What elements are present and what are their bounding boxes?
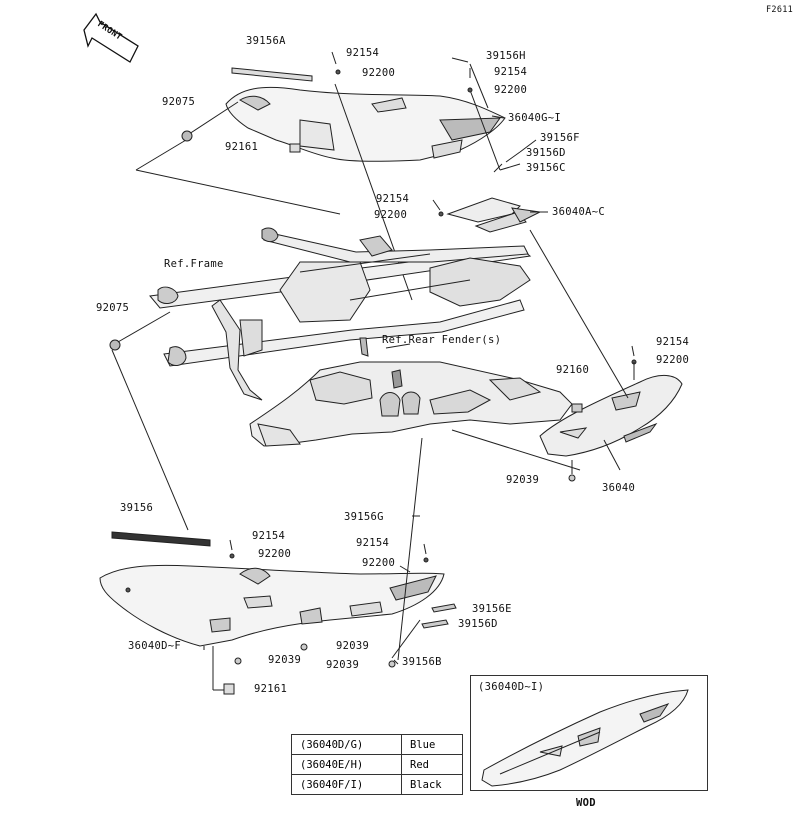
nut-92075-upper <box>181 130 193 142</box>
nut-92075-lower <box>109 339 121 351</box>
label-92200-f: 92200 <box>362 557 396 569</box>
color-table: (36040D/G) Blue (36040E/H) Red (36040F/I… <box>291 734 463 795</box>
label-39156H: 39156H <box>486 50 526 62</box>
front-arrow-icon <box>83 12 139 63</box>
label-39156F: 39156F <box>540 132 580 144</box>
label-92200-d: 92200 <box>656 354 690 366</box>
figure-code: F2611 <box>766 5 794 15</box>
rear-frame <box>149 227 532 401</box>
table-row: (36040F/I) Black <box>291 774 463 795</box>
stripe-39156A <box>231 67 313 82</box>
table-cell-code: (36040F/I) <box>291 774 402 795</box>
label-39156B: 39156B <box>402 656 442 668</box>
table-cell-code: (36040D/G) <box>291 734 402 755</box>
tail-covers-36040A-C <box>432 197 548 233</box>
rear-fender <box>249 337 581 471</box>
inset-caption: WOD <box>576 797 596 809</box>
inset-cowl-drawing <box>481 689 689 787</box>
label-39156D-a: 39156D <box>526 147 566 159</box>
label-36040A-C: 36040A~C <box>552 206 605 218</box>
label-92200-a: 92200 <box>362 67 396 79</box>
table-cell-color: Red <box>401 754 463 775</box>
inset-box <box>470 675 708 791</box>
label-ref-frame: Ref.Frame <box>164 258 224 270</box>
label-92154-f: 92154 <box>356 537 390 549</box>
label-92154-c: 92154 <box>376 193 410 205</box>
table-cell-color: Blue <box>401 734 463 755</box>
label-39156D-b: 39156D <box>458 618 498 630</box>
label-39156A: 39156A <box>246 35 286 47</box>
label-92161-a: 92161 <box>225 141 259 153</box>
label-92160: 92160 <box>556 364 590 376</box>
label-92039-a: 92039 <box>506 474 540 486</box>
label-92200-b: 92200 <box>494 84 528 96</box>
label-92039-d: 92039 <box>326 659 360 671</box>
label-92161-b: 92161 <box>254 683 288 695</box>
table-cell-color: Black <box>401 774 463 795</box>
label-92075-a: 92075 <box>162 96 196 108</box>
table-cell-code: (36040E/H) <box>291 754 402 775</box>
label-39156C: 39156C <box>526 162 566 174</box>
label-92200-c: 92200 <box>374 209 408 221</box>
label-92154-d: 92154 <box>656 336 690 348</box>
label-92039-b: 92039 <box>336 640 370 652</box>
label-92154-a: 92154 <box>346 47 380 59</box>
label-39156G: 39156G <box>344 511 384 523</box>
bolts-top <box>331 51 537 173</box>
label-92154-e: 92154 <box>252 530 286 542</box>
label-36040G-I: 36040G~I <box>508 112 561 124</box>
table-row: (36040D/G) Blue <box>291 734 463 755</box>
label-92039-c: 92039 <box>268 654 302 666</box>
grommet-92161-upper <box>289 143 301 153</box>
table-row: (36040E/H) Red <box>291 754 463 775</box>
inset-title: (36040D~I) <box>478 681 545 693</box>
label-36040D-F: 36040D~F <box>128 640 181 652</box>
label-ref-rear-fender: Ref.Rear Fender(s) <box>382 334 502 346</box>
label-92075-b: 92075 <box>96 302 130 314</box>
tail-cowl-36040 <box>529 229 683 482</box>
label-36040: 36040 <box>602 482 636 494</box>
upper-seat-cowl <box>225 86 506 162</box>
side-cowl-36040D-F <box>99 437 457 695</box>
label-92154-b: 92154 <box>494 66 528 78</box>
label-39156E: 39156E <box>472 603 512 615</box>
label-39156: 39156 <box>120 502 154 514</box>
stripe-39156 <box>111 531 211 547</box>
label-92200-e: 92200 <box>258 548 292 560</box>
